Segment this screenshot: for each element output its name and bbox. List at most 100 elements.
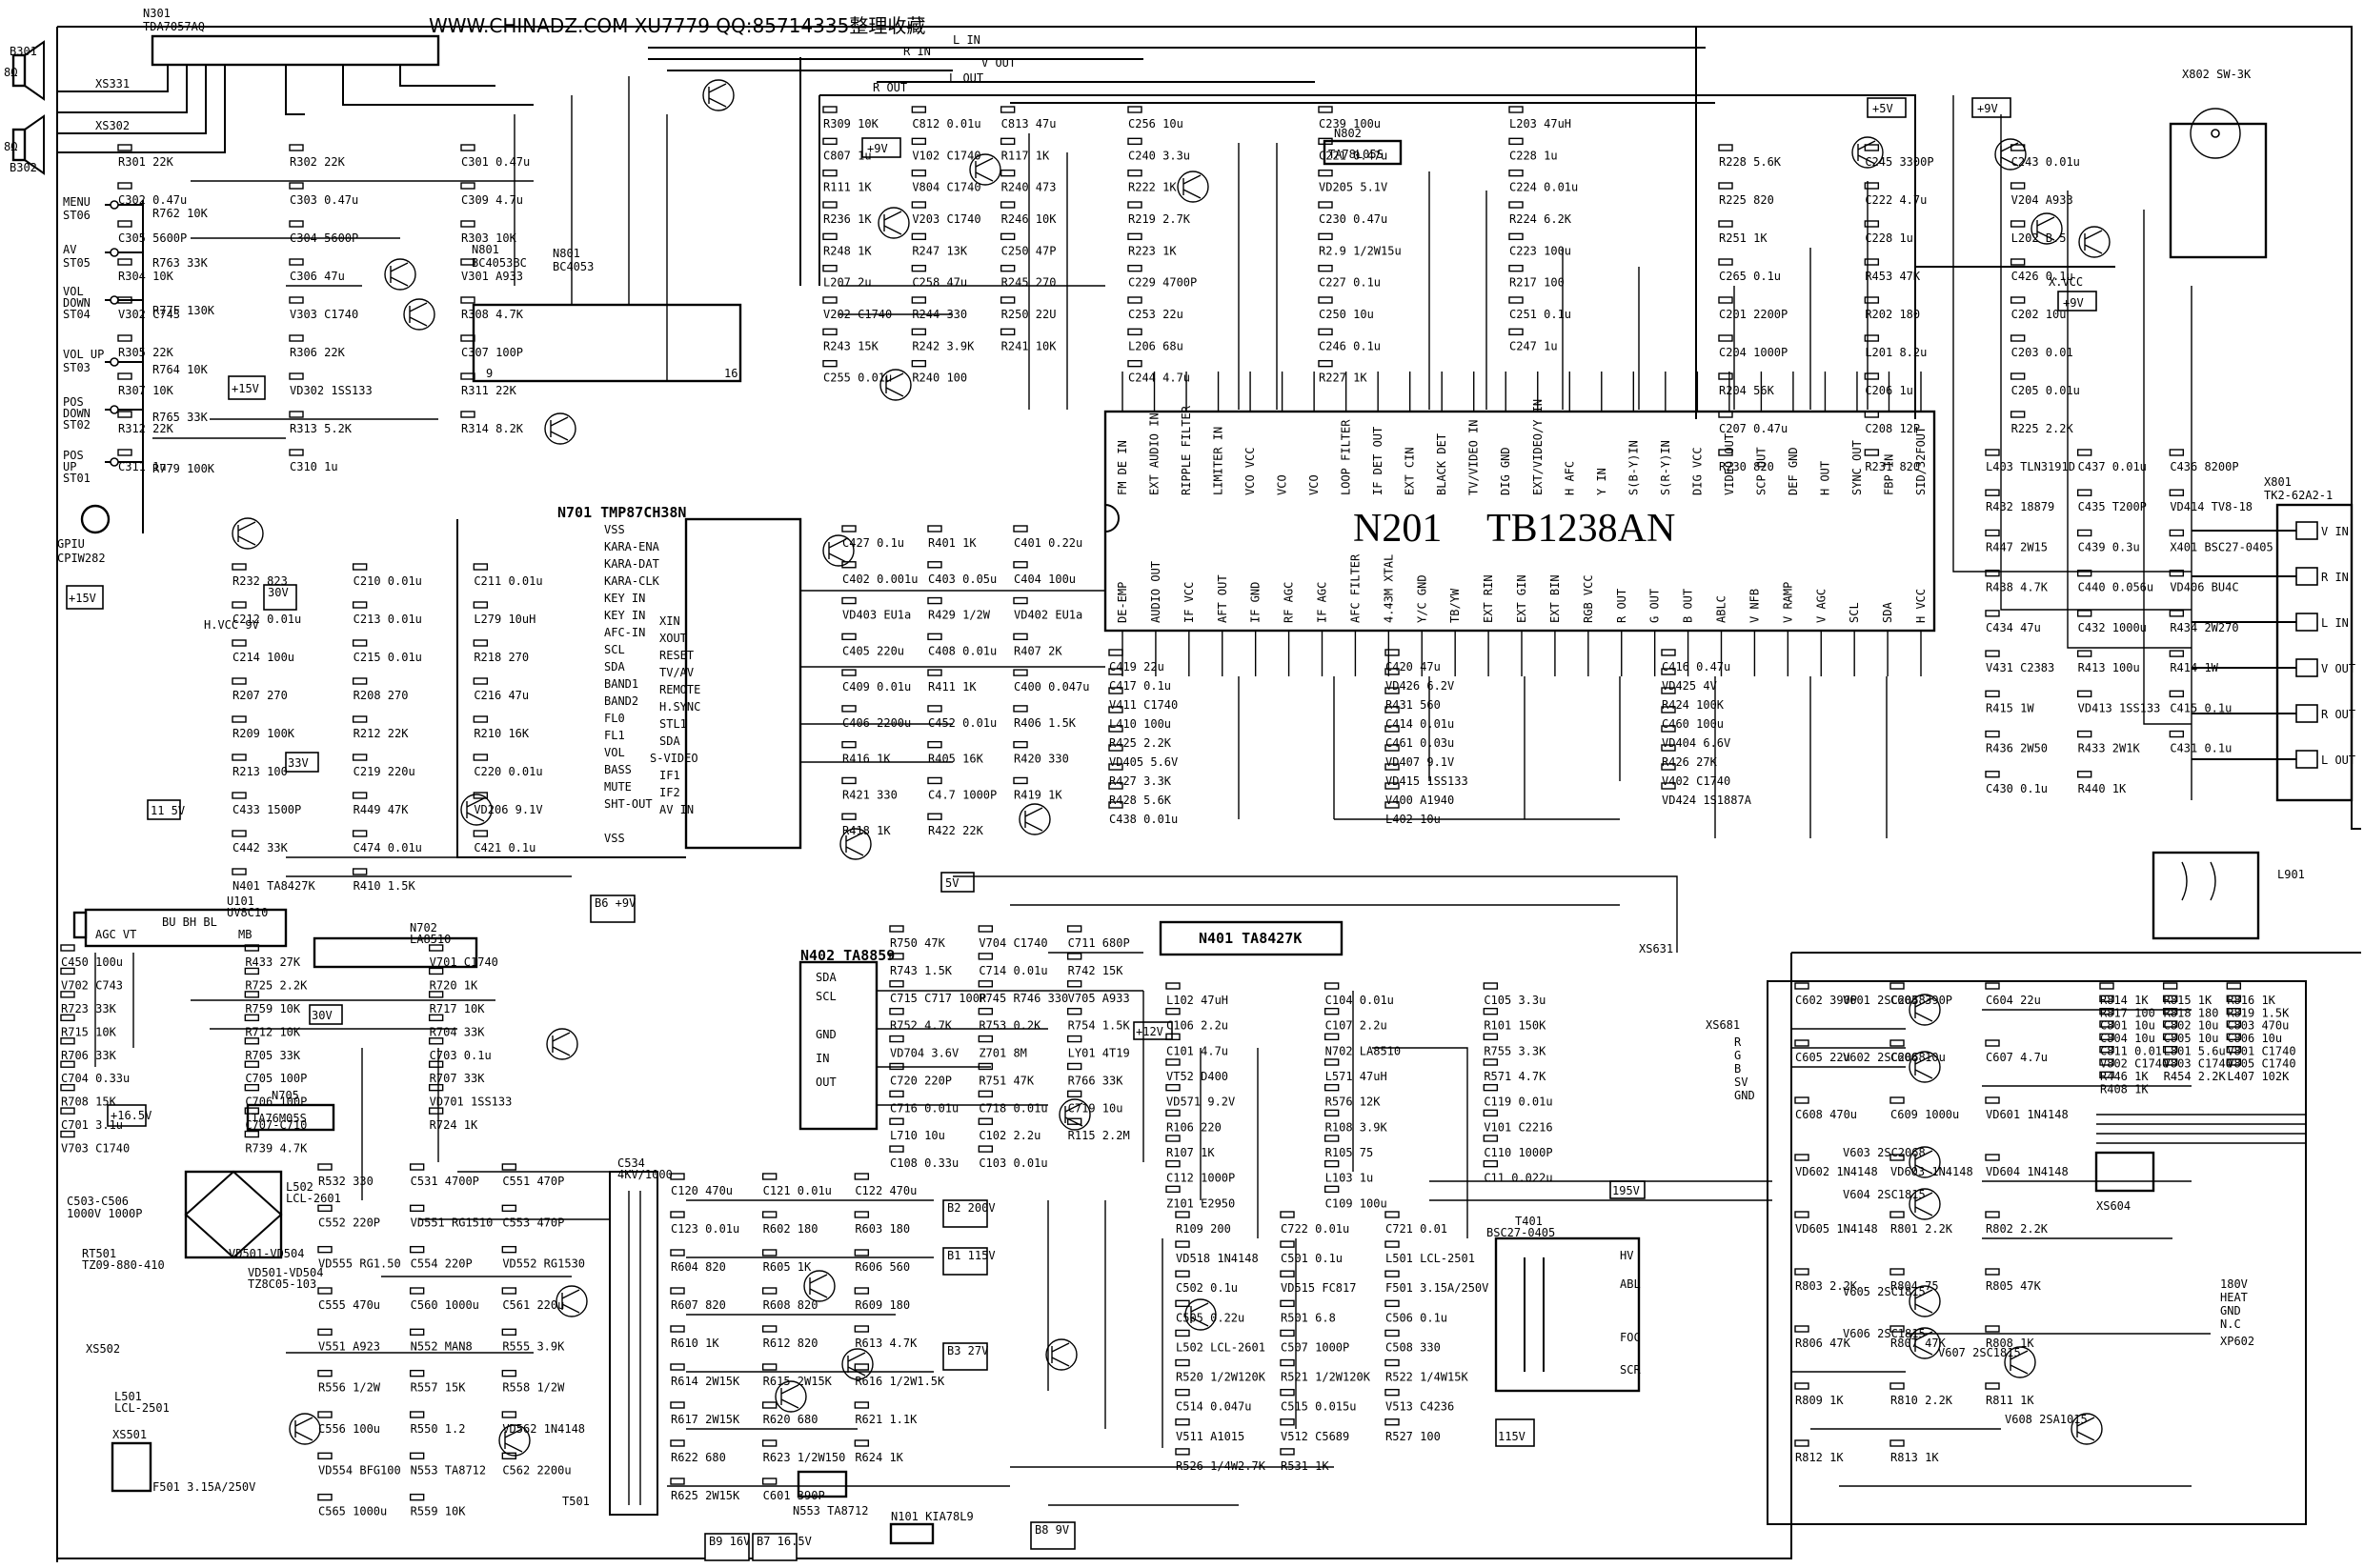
svg-text:T501: T501 [562,1495,590,1508]
component-label: VD551 RG1510 [411,1216,494,1229]
component-label: Z701 8M [979,1047,1027,1060]
b7-tag: B7 16.5V [757,1535,812,1548]
svg-text:C503-C506: C503-C506 [67,1195,129,1208]
component-label: C433 1500P [232,803,301,816]
component-label: C438 0.01u [1109,813,1178,826]
component-label: VD604 1N4148 [1986,1165,2069,1178]
component-label: C204 1000P [1719,346,1788,359]
svg-text:R762 10K: R762 10K [152,207,209,220]
component-label: L407 102K [2227,1070,2290,1083]
component-label: R309 10K [823,117,879,131]
component-label: V411 C1740 [1109,698,1178,712]
component-label: L710 10u [890,1129,945,1142]
component-label: R815 1K [2164,994,2212,1007]
component-label: C461 0.03u [1385,736,1454,750]
svg-text:T401: T401 [1515,1215,1543,1228]
n201-pin-bottom: RGB VCC [1582,574,1595,623]
n201-pin-bottom: V AGC [1814,589,1828,623]
svg-text:TZ09-880-410: TZ09-880-410 [82,1258,165,1272]
component-label: V204 A933 [2011,193,2073,207]
component-label: C239 100u [1319,117,1381,131]
svg-text:GPIU: GPIU [57,537,85,551]
component-label: C452 0.01u [928,716,997,730]
n201-pin-top: VCO [1276,474,1289,495]
component-label: R812 1K [1795,1451,1844,1464]
component-label: N553 TA8712 [411,1463,486,1477]
regulator-n802: N802 TA78L05S [1323,127,1403,166]
component-label: C301 0.47u [461,155,530,169]
component-label: C107 2.2u [1325,1019,1387,1033]
component-label: V513 C4236 [1385,1400,1454,1414]
component-label: R742 15K [1068,964,1124,977]
rail-tags-top: +9V +5V +9V +9V X.VCC [861,97,2097,312]
component-label: R314 8.2K [461,422,524,435]
component-label: VD406 BU4C [2170,581,2238,594]
svg-text:X801: X801 [2264,475,2292,489]
component-label: R415 1W [1986,701,2034,714]
crt-out-nc: N.C [2220,1317,2241,1331]
component-label: R613 4.7K [855,1337,918,1350]
component-label: C508 330 [1385,1340,1441,1354]
component-label: C220 0.01u [474,765,542,778]
n201-pin-bottom: H VCC [1914,589,1928,623]
component-label: V512 C5689 [1281,1430,1349,1443]
component-label: R248 1K [823,244,872,257]
component-label: R108 3.9K [1325,1120,1388,1134]
component-label: C120 470u [671,1184,733,1197]
svg-text:IN: IN [816,1052,829,1065]
component-label: L801 5.6u [2164,1044,2226,1057]
component-label: C101 4.7u [1166,1044,1228,1057]
rail-9v-label: +9V [867,142,888,155]
n201-pin-bottom: DE-EMP [1116,582,1129,623]
component-label: C460 100u [1662,717,1724,731]
component-label: C219 220u [354,765,415,778]
component-label: C435 T200P [2078,500,2147,513]
component-label: R808 1K [1986,1337,2034,1350]
component-label: R724 1K [430,1118,478,1132]
svg-text:30V: 30V [268,586,289,599]
svg-text:SDA: SDA [604,660,625,673]
component-label: VD704 3.6V [890,1047,959,1060]
component-label: C604 22u [1986,994,2041,1007]
component-label: C415 0.1u [2170,701,2232,714]
component-label: V704 C1740 [979,936,1047,950]
component-label: C514 0.047u [1176,1400,1251,1414]
component-label: R217 100 [1509,276,1565,290]
component-label: C104 0.01u [1325,994,1394,1007]
component-label: C426 0.1u [2011,270,2073,283]
svg-text:H.SYNC: H.SYNC [659,700,700,714]
component-label: C110 1000P [1484,1146,1552,1159]
svg-text:ST06: ST06 [63,209,91,222]
component-label: R433 2W1K [2078,742,2141,755]
component-label: C305 5600P [118,231,187,245]
audio-amp-ic: N301 TDA7057AQ XS331 XS302 [57,7,534,153]
power-fuse: F501 3.15A/250V [152,1480,255,1494]
component-label: R432 18879 [1986,500,2054,513]
component-label: C561 220u [502,1298,564,1312]
component-label: R411 1K [928,680,977,694]
component-label: LY01 4T19 [1068,1047,1130,1060]
component-label: R707 33K [430,1072,486,1085]
n201-pin-bottom: IF VCC [1182,582,1196,623]
component-label: L279 10uH [474,613,535,626]
component-label: C205 0.01u [2011,384,2080,397]
component-label: R311 22K [461,384,517,397]
component-label: VD413 1SS133 [2078,701,2161,714]
component-label: C474 0.01u [354,841,422,854]
component-label: C605 22u [1795,1051,1850,1064]
component-label: R109 200 [1176,1222,1231,1236]
svg-text:XS501: XS501 [112,1428,147,1441]
component-label: C714 0.01u [979,964,1047,977]
svg-text:L IN: L IN [953,33,980,47]
component-label: R212 22K [354,727,410,740]
svg-text:N705: N705 [272,1089,299,1102]
ta8859-label: N402 TA8859 [800,947,895,964]
component-label: VT52 D400 [1166,1070,1228,1083]
